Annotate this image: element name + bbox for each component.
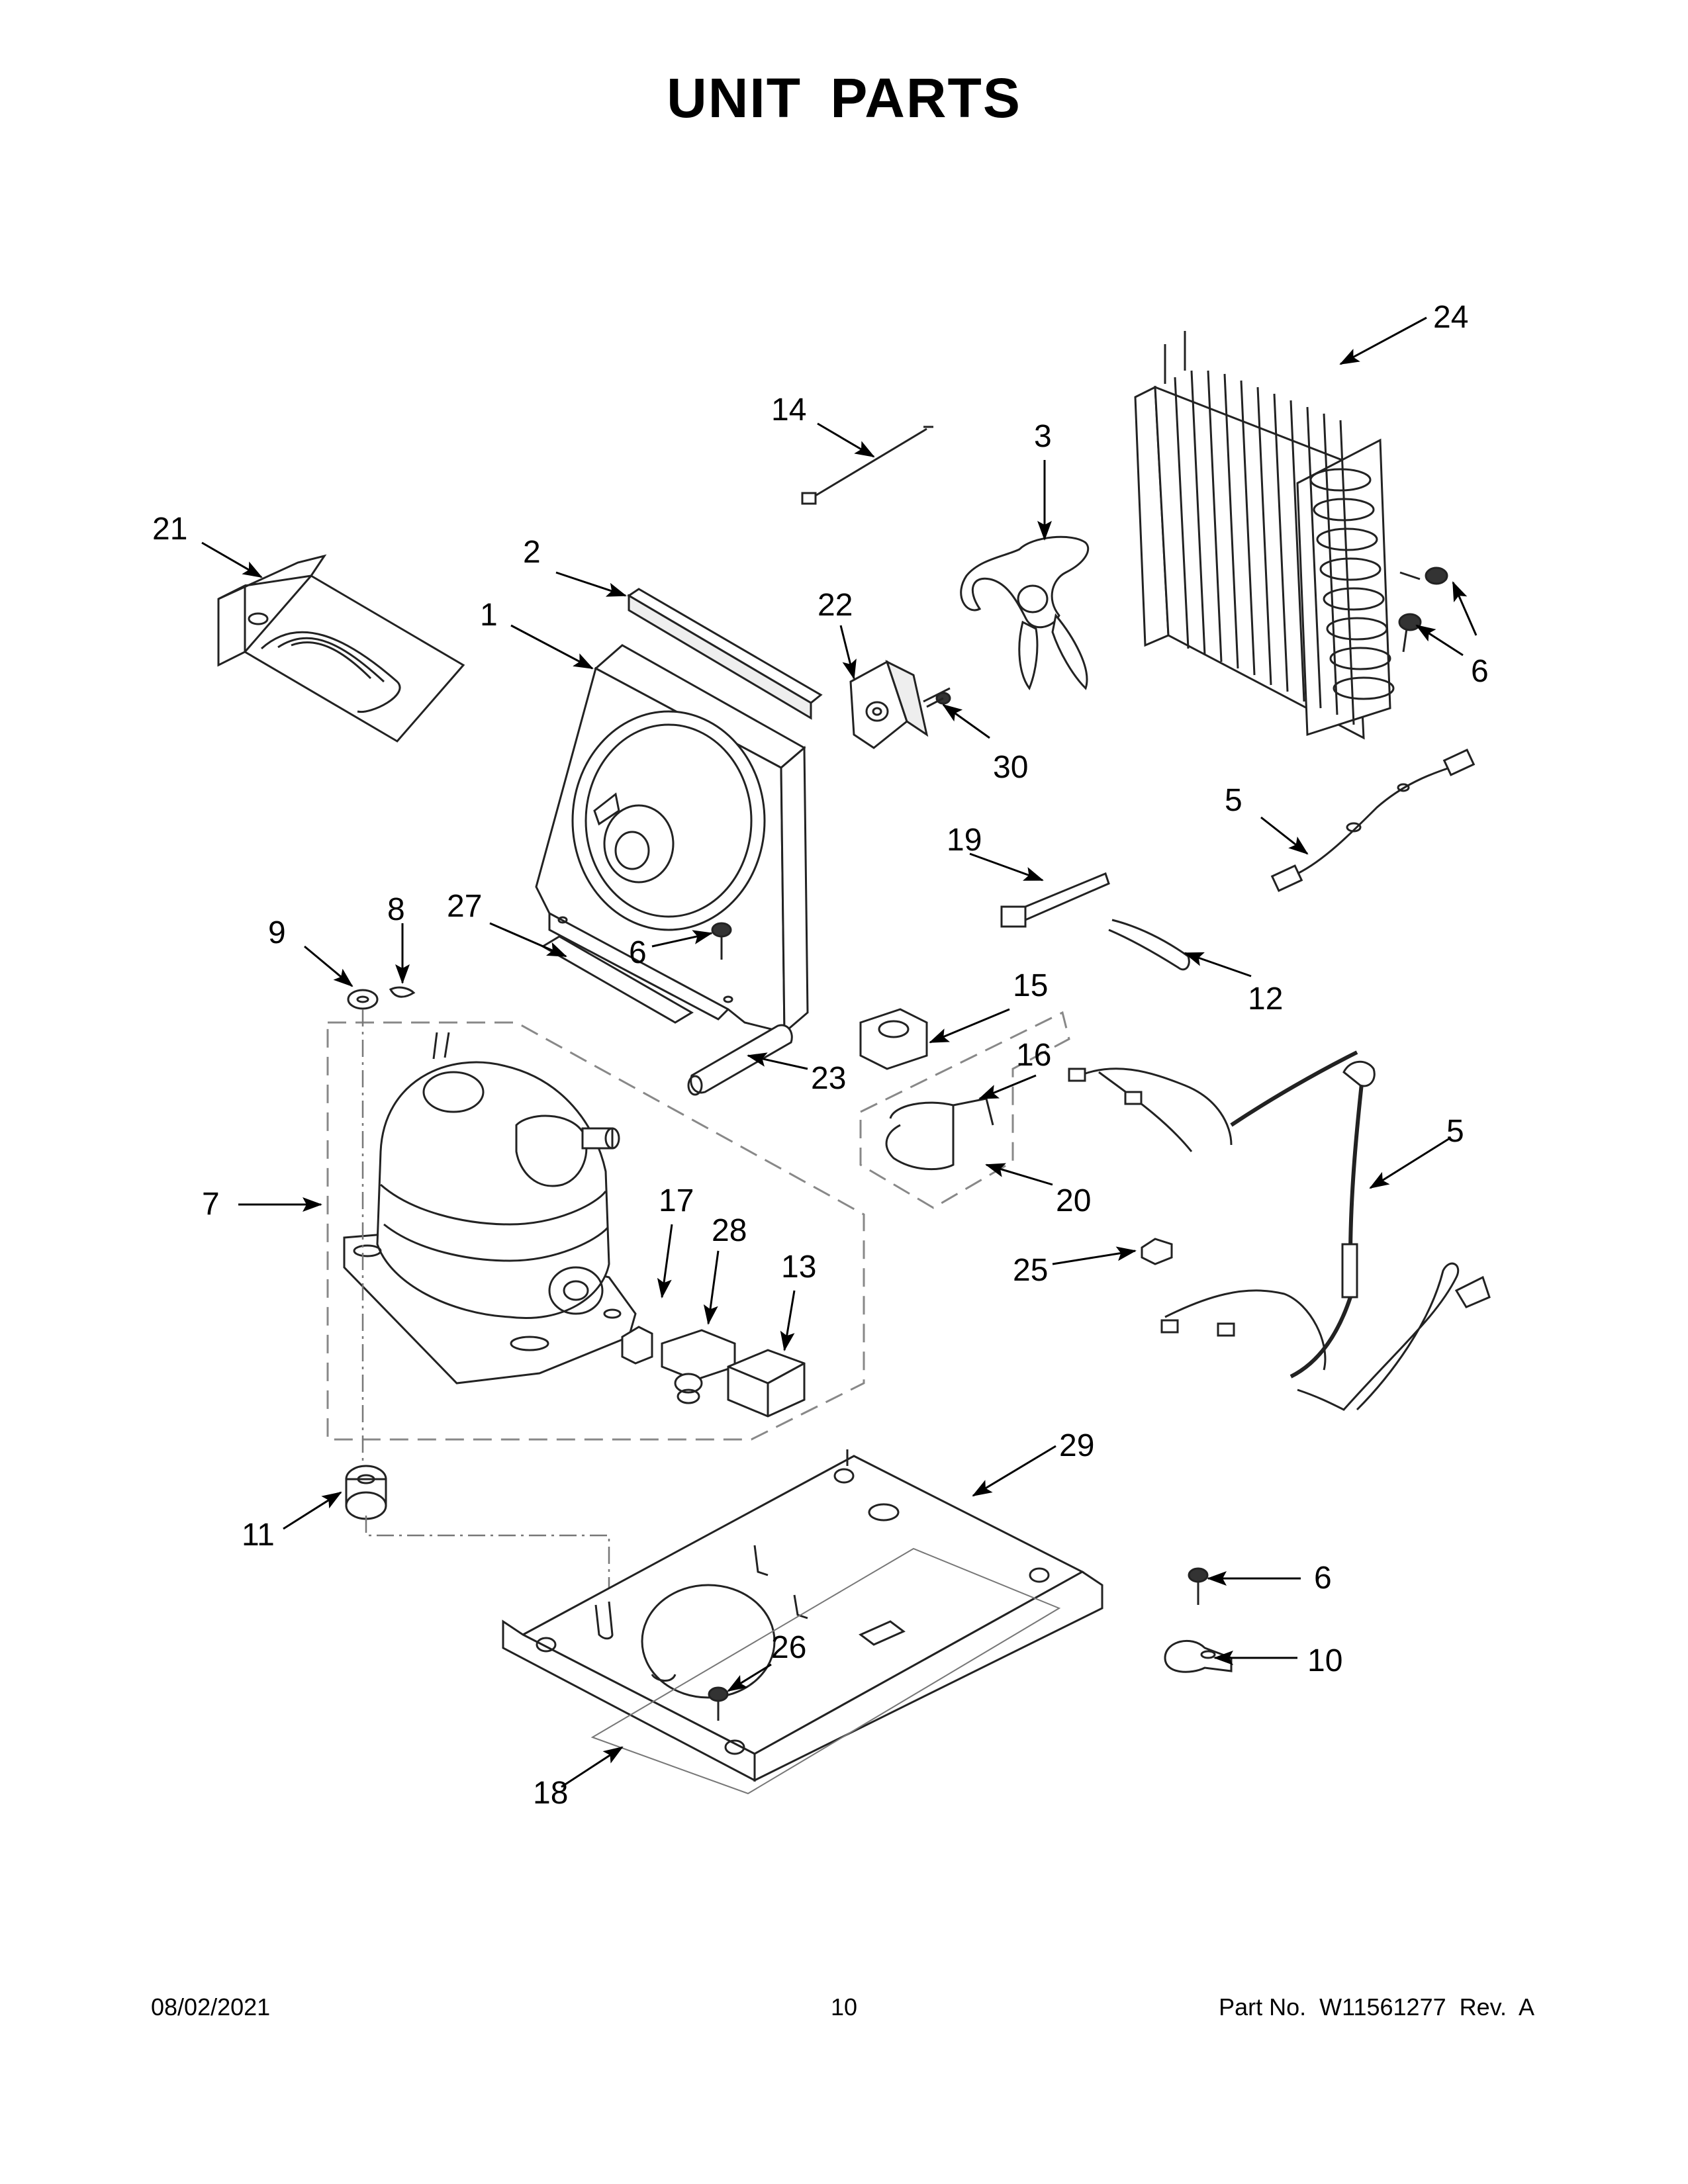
thermistor (1270, 749, 1476, 892)
callout-24: 24 (1433, 300, 1468, 335)
fan-motor (849, 660, 951, 749)
washer (347, 989, 379, 1010)
callout-20: 20 (1056, 1183, 1091, 1218)
callout-19: 19 (947, 823, 982, 858)
callout-2: 2 (523, 535, 541, 570)
callout-11: 11 (242, 1518, 275, 1553)
callout-6: 6 (1471, 654, 1489, 689)
foam-strip (627, 588, 823, 720)
callout-23: 23 (811, 1061, 846, 1096)
gasket (541, 935, 694, 1024)
valve-assembly-outline (859, 1011, 1070, 1209)
callout-29: 29 (1059, 1428, 1094, 1463)
callout-17: 17 (659, 1183, 694, 1218)
callout-30: 30 (993, 750, 1028, 785)
screw-3 (1398, 613, 1422, 653)
callout-27: 27 (447, 889, 482, 924)
page-title: UNIT PARTS (667, 67, 1021, 129)
footer-part-number: Part No. W11561277 Rev. A (1219, 1993, 1534, 2021)
overload (621, 1326, 653, 1365)
fan-blade (960, 535, 1090, 691)
callout-5: 5 (1446, 1114, 1464, 1149)
footer-date: 08/02/2021 (151, 1993, 271, 2021)
callout-8: 8 (387, 892, 405, 927)
callout-21: 21 (152, 512, 187, 547)
base-screw (708, 1686, 729, 1721)
screw-2 (1399, 567, 1448, 585)
clamp (1164, 1639, 1233, 1673)
start-relay (661, 1329, 736, 1404)
callout-3: 3 (1034, 419, 1052, 454)
callout-15: 15 (1013, 968, 1048, 1003)
wire-harness (1068, 1050, 1491, 1411)
alignment-line-base (365, 1516, 610, 1615)
callout-labels: 21 2 1 14 3 24 22 30 6 5 19 12 8 9 27 6 … (152, 300, 1489, 1811)
condenser-fan-shroud (535, 644, 809, 1035)
callout-26: 26 (771, 1630, 806, 1665)
compressor-assembly-outline (326, 1021, 865, 1441)
callout-10: 10 (1307, 1643, 1342, 1678)
callout-28: 28 (712, 1213, 747, 1248)
callout-25: 25 (1013, 1253, 1048, 1288)
callout-13: 13 (781, 1250, 816, 1285)
mounting-screw (926, 692, 951, 708)
callout-4: 5 (1225, 783, 1243, 818)
filter-drier (687, 1024, 793, 1096)
compressor (343, 1032, 637, 1385)
grommet (345, 1465, 387, 1520)
callout-6: 6 (1314, 1561, 1332, 1596)
clip (389, 986, 416, 998)
screw-4 (1188, 1567, 1209, 1605)
callout-12: 12 (1248, 981, 1283, 1017)
callout-1: 1 (480, 598, 498, 633)
drain-pan (217, 554, 465, 743)
callout-16: 16 (1016, 1038, 1051, 1073)
tube (1108, 919, 1190, 971)
base-pan (502, 1449, 1103, 1782)
cable-tie (1000, 872, 1110, 928)
callout-9: 9 (268, 915, 286, 950)
callout-22: 22 (818, 588, 853, 623)
wire-tie (801, 426, 933, 505)
screw-1 (711, 922, 732, 960)
condenser (1134, 331, 1395, 740)
pad-outline (590, 1547, 1061, 1795)
harness-clip (1141, 1238, 1173, 1265)
valve-tubing (885, 1097, 994, 1171)
leader-arrows (201, 316, 1477, 1788)
callout-7: 7 (202, 1187, 220, 1222)
capacitor (727, 1349, 806, 1418)
callout-14: 14 (771, 392, 806, 428)
footer-page-number: 10 (830, 1993, 858, 2021)
callout-18: 18 (533, 1776, 568, 1811)
solenoid-coil (859, 1008, 928, 1070)
callout-6: 6 (629, 935, 647, 970)
